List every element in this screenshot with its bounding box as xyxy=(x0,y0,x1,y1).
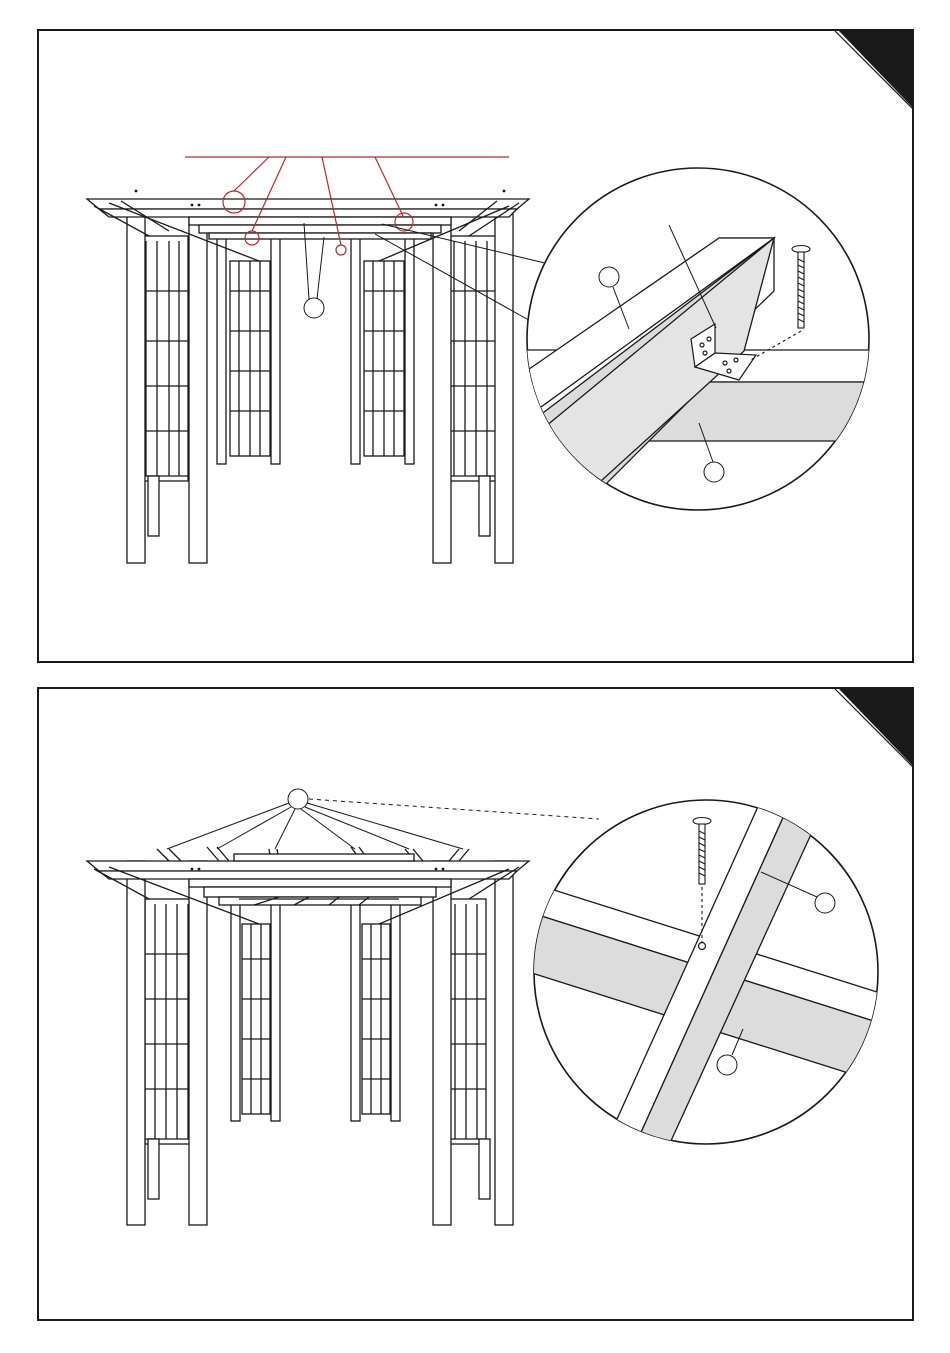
step-panel-lower xyxy=(37,687,914,1321)
part-callout-circle xyxy=(717,1055,737,1075)
pergola-drawing xyxy=(87,847,529,1225)
bracket-and-screw-detail xyxy=(519,168,879,510)
part-callout-circle xyxy=(288,789,308,809)
part-callout-circle xyxy=(304,298,324,318)
part-callout-circle xyxy=(704,462,724,482)
panel-lower-drawing xyxy=(39,689,914,1321)
fixing-point-marker xyxy=(336,245,346,255)
step-panel-upper xyxy=(37,29,914,663)
screw-through-crossbeam-detail xyxy=(519,749,899,1189)
panel-upper-drawing xyxy=(39,31,914,663)
pergola-drawing xyxy=(87,190,529,563)
part-callout-circle xyxy=(815,893,835,913)
part-callout-circle xyxy=(599,267,619,287)
